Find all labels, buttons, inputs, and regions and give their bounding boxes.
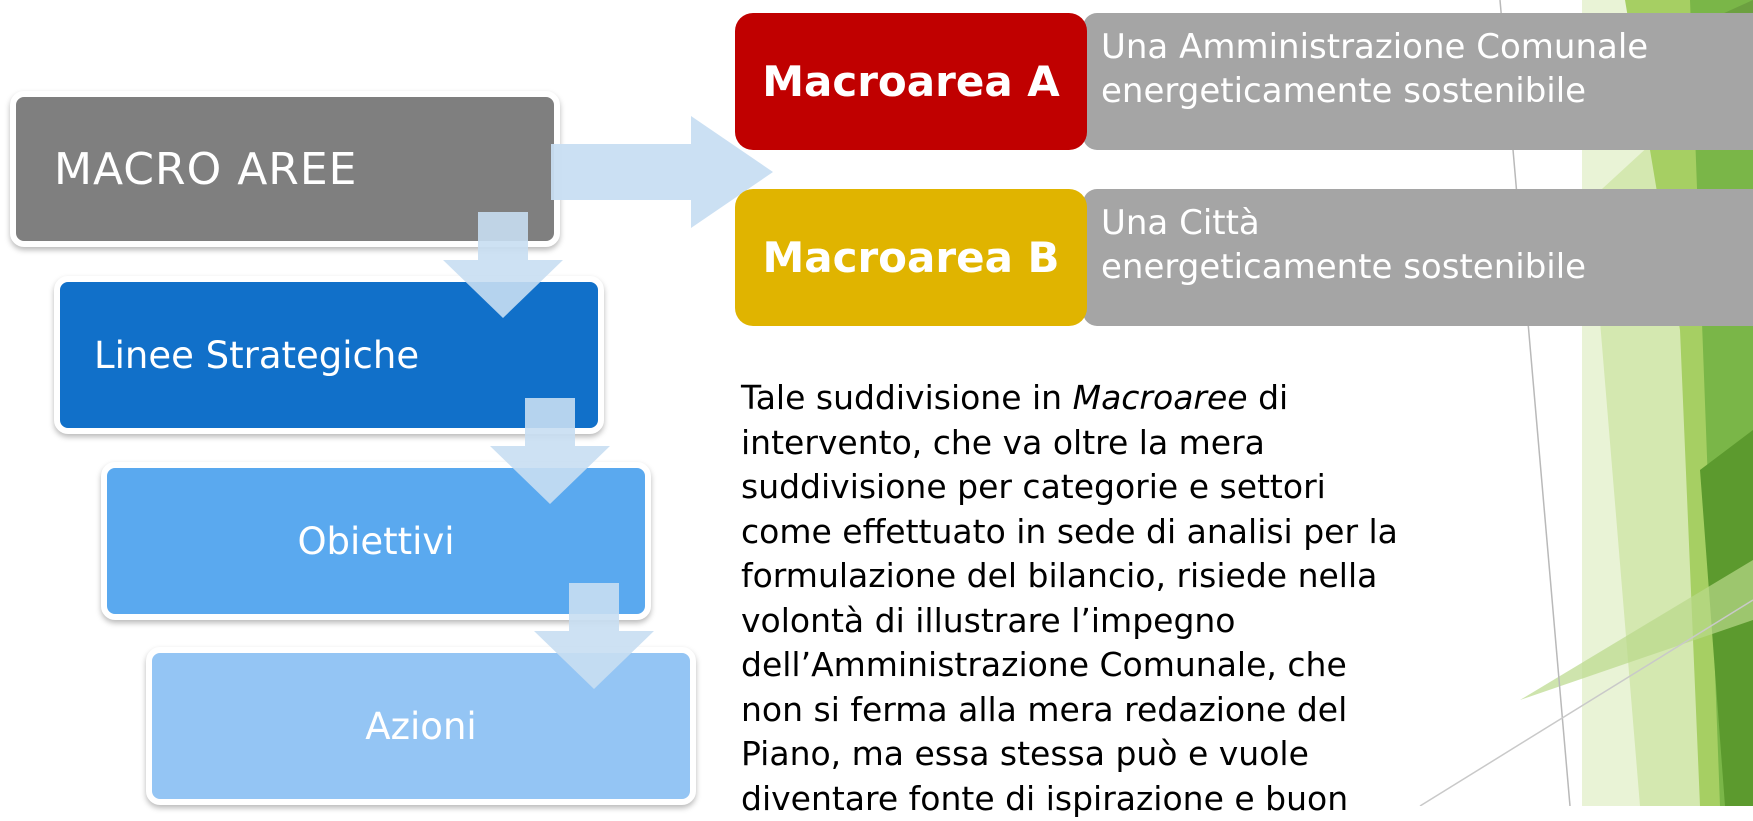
body-line: Piano, ma essa stessa può e vuole xyxy=(741,732,1641,777)
macroarea-b-description-line: Una Città xyxy=(1101,201,1753,245)
macroarea-b-description: Una Città energeticamente sostenibile xyxy=(1083,189,1753,326)
body-line: Tale suddivisione in Macroaree di xyxy=(741,376,1641,421)
obiettivi-label: Obiettivi xyxy=(297,520,454,563)
body-text-segment: Tale suddivisione in xyxy=(741,378,1073,417)
linee-strategiche-label: Linee Strategiche xyxy=(94,334,419,377)
macroarea-b-description-line: energeticamente sostenibile xyxy=(1101,245,1753,289)
body-line: non si ferma alla mera redazione del xyxy=(741,688,1641,733)
body-text-italic: Macroaree xyxy=(1073,378,1248,417)
down-arrow-3 xyxy=(534,583,654,689)
down-arrow-1 xyxy=(443,212,563,318)
body-line: volontà di illustrare l’impegno xyxy=(741,599,1641,644)
body-line: formulazione del bilancio, risiede nella xyxy=(741,554,1641,599)
azioni-label: Azioni xyxy=(365,705,476,748)
macroarea-a-description: Una Amministrazione Comunale energeticam… xyxy=(1083,13,1753,150)
body-paragraph: Tale suddivisione in Macroaree di interv… xyxy=(741,376,1641,821)
macroarea-a-description-line: energeticamente sostenibile xyxy=(1101,69,1753,113)
body-line: suddivisione per categorie e settori xyxy=(741,465,1641,510)
macro-aree-label: MACRO AREE xyxy=(54,144,357,195)
body-line: diventare fonte di ispirazione e buon xyxy=(741,777,1641,821)
body-line: dell’Amministrazione Comunale, che xyxy=(741,643,1641,688)
macroarea-b-label: Macroarea B xyxy=(735,189,1087,326)
body-text-segment: di xyxy=(1248,378,1289,417)
macroarea-a-description-line: Una Amministrazione Comunale xyxy=(1101,25,1753,69)
body-line: come effettuato in sede di analisi per l… xyxy=(741,510,1641,555)
macroarea-a-label: Macroarea A xyxy=(735,13,1087,150)
body-line: intervento, che va oltre la mera xyxy=(741,421,1641,466)
down-arrow-2 xyxy=(490,398,610,504)
